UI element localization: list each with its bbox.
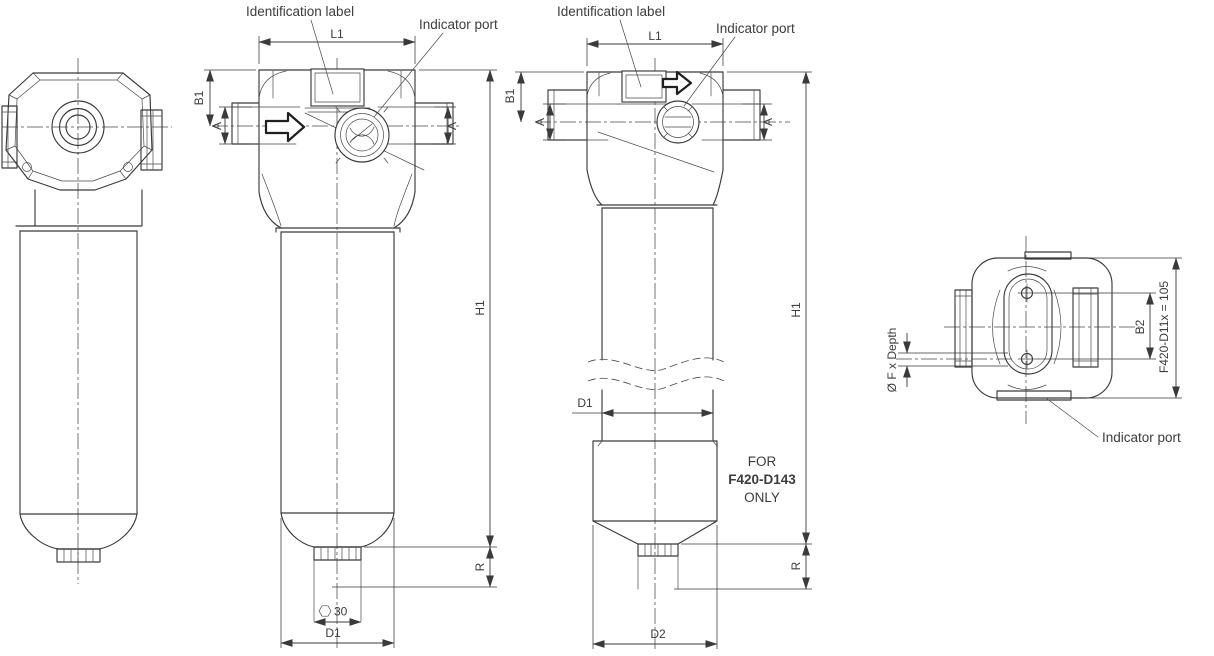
dim-a-left: A <box>210 106 252 145</box>
identification-label-text: Identification label <box>557 4 665 19</box>
dim-head-note: F420-D11x = 105 <box>1085 257 1182 399</box>
dim-mounting-thread: Ø F x Depth <box>885 328 1008 393</box>
side-drain-plug <box>56 548 101 563</box>
indicator-port-text: Indicator port <box>716 21 795 36</box>
callout-indicator-port: Indicator port <box>1045 397 1181 445</box>
dim-label-head-note: F420-D11x = 105 <box>1157 281 1171 373</box>
dim-h1: H1 <box>727 71 812 545</box>
dim-label-b1: B1 <box>192 90 206 105</box>
indicator-port-circle <box>334 106 390 164</box>
dim-label-l1: L1 <box>330 27 344 41</box>
dim-b1: B1 <box>503 71 584 123</box>
bolt-boss <box>123 162 133 172</box>
dim-r: R <box>332 546 497 588</box>
dim-h1: H1 <box>419 69 497 548</box>
dim-label-b2: B2 <box>1133 319 1147 334</box>
dim-drain-hex: 30 <box>313 605 362 626</box>
applicability-note: FOR F420-D143 ONLY <box>728 454 796 505</box>
dim-a-right: A <box>434 106 459 145</box>
flow-arrow-icon <box>661 70 693 96</box>
dim-label-drain-hex: 30 <box>334 605 348 619</box>
callout-indicator-port: Indicator port <box>683 21 795 107</box>
dim-label-r: R <box>789 561 803 570</box>
extension-bowl <box>592 440 718 545</box>
break-line <box>587 357 727 371</box>
side-port-circles <box>51 100 105 154</box>
dim-l1: L1 <box>258 27 416 64</box>
identification-label-text: Identification label <box>246 4 354 19</box>
side-view <box>1 58 172 584</box>
dim-r: R <box>674 543 812 590</box>
leader-line <box>1045 397 1099 438</box>
dim-label-l1: L1 <box>648 29 662 43</box>
dim-label-a: A <box>533 118 547 126</box>
leader-line <box>310 19 334 95</box>
dim-label-d2: D2 <box>650 627 666 641</box>
dim-label-mounting-thread: Ø F x Depth <box>885 328 899 393</box>
dim-a-right: A <box>742 103 775 141</box>
drain-plug <box>637 543 679 557</box>
top-head-outline <box>954 251 1113 401</box>
break-line <box>587 376 727 390</box>
callout-identification-label: Identification label <box>246 4 354 95</box>
drain-clearance <box>313 559 362 622</box>
clamp-boss <box>1003 273 1053 375</box>
dim-d2: D2 <box>592 525 718 649</box>
indicator-port-text: Indicator port <box>1102 430 1181 445</box>
casting-line <box>597 131 715 173</box>
side-clamp-right <box>140 109 163 171</box>
inlet-boss <box>231 102 260 145</box>
note-only: ONLY <box>744 490 780 505</box>
dim-a-left: A <box>533 103 566 141</box>
flow-arrow-icon <box>264 111 306 143</box>
front-view-long: L1 B1 A A H1 R D1 <box>503 4 812 651</box>
dim-label-a: A <box>210 122 224 130</box>
dim-b2: B2 <box>1036 292 1156 360</box>
drain-clearance <box>637 555 679 590</box>
dim-label-a: A <box>445 122 459 130</box>
left-port-boss <box>954 289 973 368</box>
side-view-body <box>15 189 143 550</box>
note-for: FOR <box>748 454 777 469</box>
side-view-head-outline <box>5 72 153 191</box>
mounting-holes <box>1017 283 1037 369</box>
side-clamp-left <box>1 105 18 169</box>
leader-line <box>373 32 444 118</box>
leader-line <box>683 36 736 107</box>
dim-label-r: R <box>473 562 487 571</box>
callout-identification-label: Identification label <box>557 4 665 88</box>
hexagon-icon <box>318 605 332 617</box>
bolt-boss <box>22 162 32 172</box>
dim-l1: L1 <box>586 29 724 66</box>
long-body <box>587 204 727 441</box>
front-view-standard: L1 B1 A A H1 R 30 <box>192 4 498 648</box>
dim-b1: B1 <box>192 69 256 127</box>
top-tab <box>1024 251 1072 260</box>
dim-label-h1: H1 <box>789 302 803 318</box>
indicator-port-circle <box>656 100 700 144</box>
identification-plate <box>304 68 371 113</box>
outlet-boss <box>722 89 761 141</box>
dim-label-b1: B1 <box>503 88 517 103</box>
bottom-tab <box>996 390 1072 401</box>
front-body <box>275 227 401 548</box>
leader-line <box>619 19 642 88</box>
dim-label-a: A <box>761 118 775 126</box>
callout-indicator-port: Indicator port <box>373 17 498 118</box>
drain-plug <box>313 546 362 561</box>
dim-d1: D1 <box>280 518 395 648</box>
identification-plate <box>616 70 672 105</box>
dim-label-d1: D1 <box>577 396 593 410</box>
dim-label-h1: H1 <box>473 300 487 316</box>
note-model: F420-D143 <box>728 472 796 487</box>
dim-d1-long: D1 <box>572 396 714 417</box>
dim-label-d1: D1 <box>325 626 341 640</box>
top-view-head: B2 F420-D11x = 105 Ø F x Depth Indicator… <box>885 236 1182 445</box>
right-port-boss <box>1072 287 1099 368</box>
indicator-port-text: Indicator port <box>419 17 498 32</box>
